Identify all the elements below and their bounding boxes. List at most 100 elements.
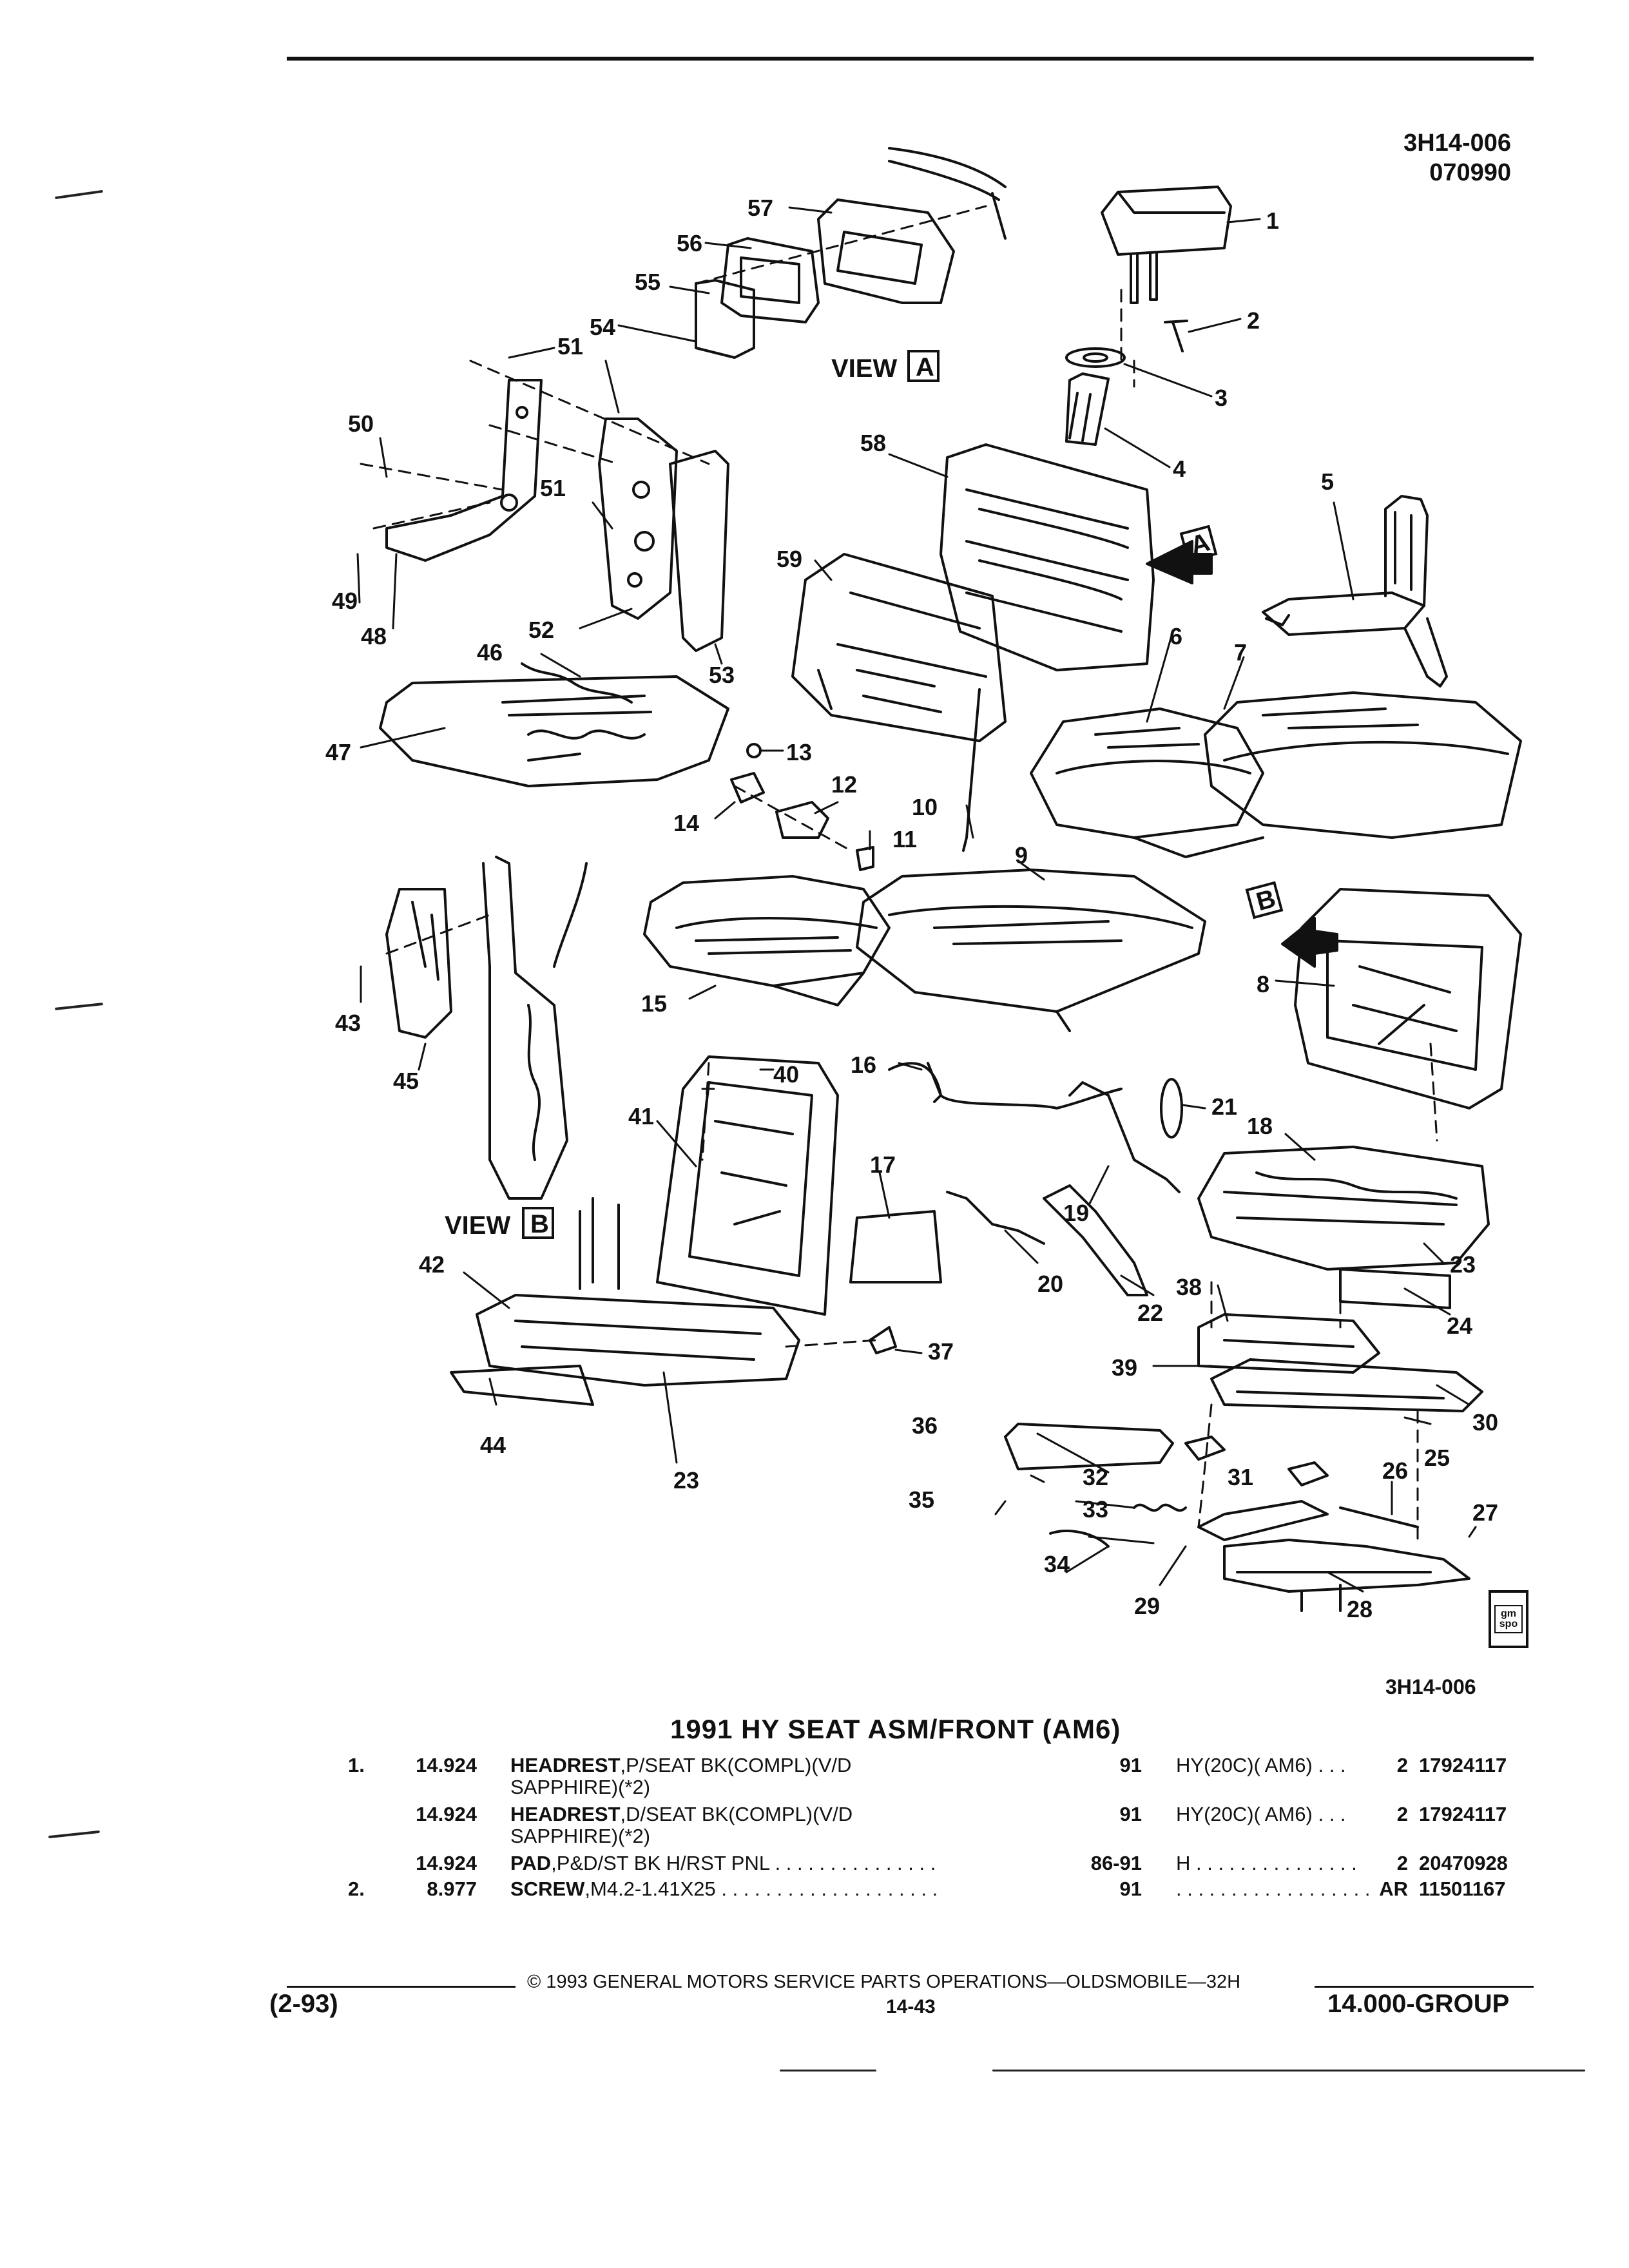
callout-6: 6 [1170, 623, 1182, 649]
part-name: SCREW [510, 1878, 585, 1900]
part-description: HEADREST,D/SEAT BK(COMPL)(V/D [510, 1803, 853, 1826]
model-year: 86-91 [1090, 1852, 1142, 1874]
diagram-ref-code: 3H14-006 [1385, 1675, 1476, 1698]
callout-5: 5 [1321, 468, 1334, 495]
model-year: 91 [1119, 1803, 1142, 1825]
callout-23a: 23 [1450, 1251, 1476, 1278]
part-name: HEADREST [510, 1754, 621, 1776]
callout-37: 37 [928, 1338, 954, 1365]
callout-24: 24 [1447, 1312, 1472, 1339]
date-code: 070990 [1429, 159, 1511, 186]
callout-43: 43 [335, 1010, 361, 1036]
callout-59: 59 [776, 546, 802, 572]
view-b-label: VIEW [445, 1211, 510, 1240]
model-year: 91 [1119, 1754, 1142, 1776]
part-number: 17924117 [1419, 1754, 1507, 1776]
quantity: 2 [1396, 1852, 1408, 1874]
quantity: 2 [1396, 1754, 1408, 1776]
callout-40: 40 [773, 1061, 799, 1088]
quantity: 2 [1396, 1803, 1408, 1825]
callout-20: 20 [1037, 1271, 1063, 1297]
scan-mark [992, 2070, 1585, 2071]
callout-26: 26 [1382, 1457, 1408, 1484]
part-number: 20470928 [1419, 1852, 1508, 1874]
callout-58: 58 [860, 430, 886, 456]
callout-4: 4 [1173, 456, 1186, 482]
footer-rule-left [287, 1986, 516, 1988]
callout-12: 12 [831, 771, 857, 798]
part-description: HEADREST,P/SEAT BK(COMPL)(V/D [510, 1754, 851, 1777]
part-description-cont: SAPPHIRE)(*2) [510, 1825, 651, 1847]
callout-56: 56 [677, 230, 702, 256]
callout-34: 34 [1044, 1551, 1070, 1577]
callout-55: 55 [635, 269, 660, 295]
callout-28: 28 [1347, 1596, 1373, 1622]
model-code: HY(20C)( AM6) . . . [1176, 1754, 1346, 1776]
callout-35: 35 [909, 1486, 934, 1513]
model-code: H . . . . . . . . . . . . . . . [1176, 1852, 1357, 1874]
callout-47: 47 [325, 739, 351, 765]
callout-18: 18 [1247, 1113, 1273, 1139]
part-description-cont: SAPPHIRE)(*2) [510, 1776, 651, 1798]
parts-list: 1. 14.924 HEADREST,P/SEAT BK(COMPL)(V/D … [348, 1754, 1547, 1903]
part-name: HEADREST [510, 1803, 621, 1825]
callout-1: 1 [1266, 207, 1279, 234]
parts-row: 1. 14.924 HEADREST,P/SEAT BK(COMPL)(V/D … [348, 1754, 1547, 1803]
callout-49: 49 [332, 588, 358, 614]
model-year: 91 [1119, 1878, 1142, 1900]
part-name: PAD [510, 1852, 552, 1874]
part-desc-text: ,M4.2-1.41X25 . . . . . . . . . . . . . … [584, 1878, 938, 1900]
part-number: 11501167 [1419, 1878, 1506, 1900]
scan-mark [780, 2070, 876, 2071]
view-a-box-letter: A [916, 353, 934, 381]
callout-51b: 51 [540, 475, 566, 501]
part-description: SCREW,M4.2-1.41X25 . . . . . . . . . . .… [510, 1878, 938, 1901]
callout-17: 17 [870, 1151, 896, 1178]
callout-21: 21 [1211, 1093, 1237, 1120]
part-number: 17924117 [1419, 1803, 1507, 1825]
section-title: 1991 HY SEAT ASM/FRONT (AM6) [670, 1714, 1121, 1744]
group-label: 14.000-GROUP [1327, 1990, 1510, 2018]
callout-44: 44 [480, 1432, 506, 1458]
model-code: HY(20C)( AM6) . . . [1176, 1803, 1346, 1825]
group-number: 14.924 [416, 1754, 477, 1776]
callout-36: 36 [912, 1412, 938, 1439]
headrest-part [1101, 186, 1232, 304]
view-b-box-letter: B [530, 1210, 549, 1238]
callout-41: 41 [628, 1103, 654, 1129]
callout-11: 11 [892, 826, 917, 852]
callout-2: 2 [1247, 307, 1260, 334]
model-code: . . . . . . . . . . . . . . . . . . [1176, 1878, 1371, 1900]
callout-53: 53 [709, 662, 735, 688]
callout-33: 33 [1083, 1496, 1108, 1523]
view-a-label: VIEW [831, 354, 897, 383]
callout-14: 14 [673, 810, 699, 836]
copyright-line: © 1993 GENERAL MOTORS SERVICE PARTS OPER… [527, 1972, 1241, 1992]
group-number: 14.924 [416, 1852, 477, 1874]
group-number: 14.924 [416, 1803, 477, 1825]
callout-52: 52 [528, 617, 554, 643]
part-desc-text: ,P&D/ST BK H/RST PNL . . . . . . . . . .… [551, 1852, 936, 1874]
callout-57: 57 [747, 195, 773, 221]
logo-line1: gm [1501, 1608, 1516, 1619]
callout-29: 29 [1134, 1593, 1160, 1619]
revision-date: (2-93) [269, 1990, 338, 2018]
callout-39: 39 [1112, 1354, 1137, 1381]
callout-27: 27 [1472, 1499, 1498, 1526]
parts-row: 14.924 HEADREST,D/SEAT BK(COMPL)(V/D SAP… [348, 1803, 1547, 1852]
callout-30: 30 [1472, 1409, 1498, 1436]
item-number: 2. [348, 1878, 365, 1900]
arrow-a-box [1179, 524, 1218, 563]
top-rule [287, 57, 1534, 61]
callout-3: 3 [1215, 385, 1228, 411]
parts-row: 2. 8.977 SCREW,M4.2-1.41X25 . . . . . . … [348, 1878, 1547, 1903]
callout-15: 15 [641, 990, 667, 1017]
callout-22: 22 [1137, 1300, 1163, 1326]
footer-rule-right [1315, 1986, 1534, 1988]
part-desc-text: ,D/SEAT BK(COMPL)(V/D [620, 1803, 853, 1825]
callout-9: 9 [1015, 842, 1028, 869]
callout-10: 10 [912, 794, 938, 820]
group-number: 8.977 [427, 1878, 477, 1900]
callout-13: 13 [786, 739, 812, 765]
